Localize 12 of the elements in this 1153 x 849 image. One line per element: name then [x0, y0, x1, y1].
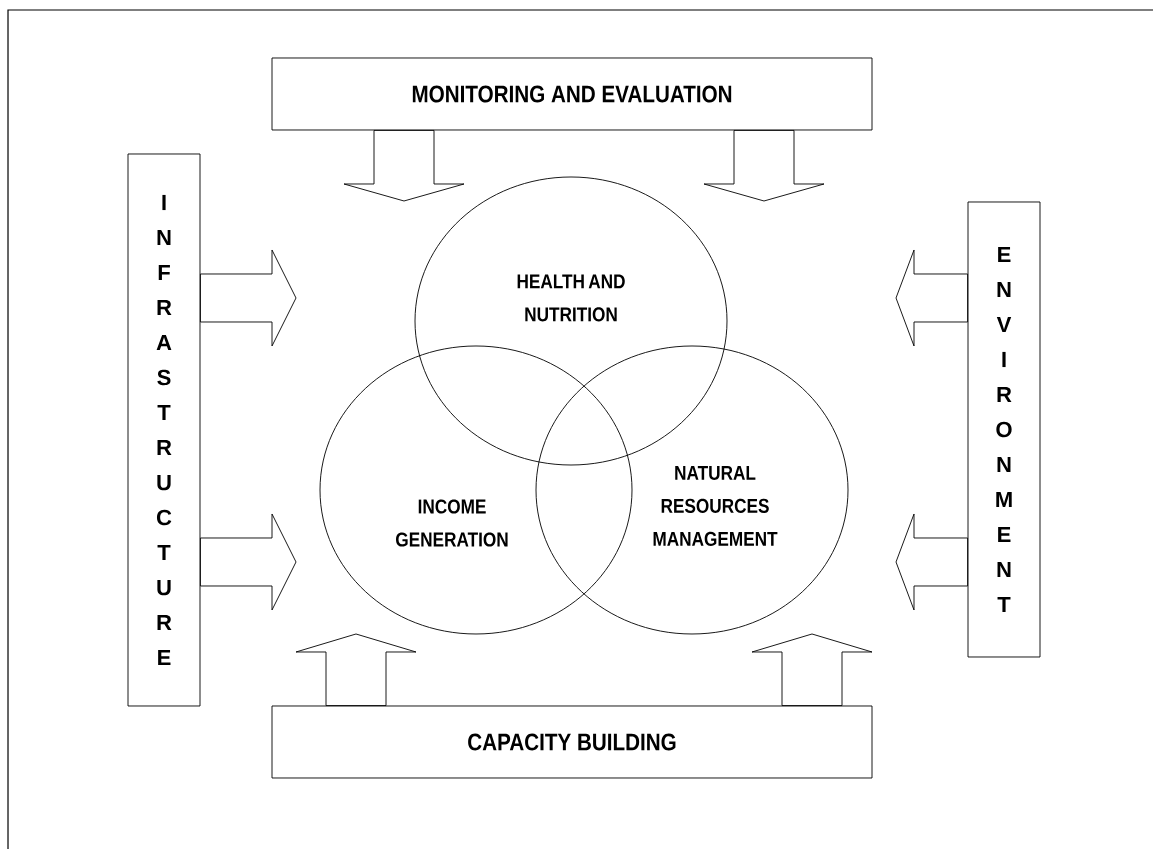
block-arrow	[751, 633, 873, 706]
label-bar: ENVIRONMENT	[967, 201, 1041, 658]
block-arrow	[343, 130, 465, 202]
block-arrow	[295, 633, 417, 706]
title-box: CAPACITY BUILDING	[271, 705, 873, 779]
title-box: MONITORING AND EVALUATION	[271, 57, 873, 131]
block-arrow	[703, 130, 825, 202]
block-arrow	[200, 249, 297, 347]
label-bar: INFRASTRUCTURE	[127, 153, 201, 707]
block-arrow	[895, 249, 968, 347]
block-arrow	[895, 513, 968, 611]
block-arrow	[200, 513, 297, 611]
